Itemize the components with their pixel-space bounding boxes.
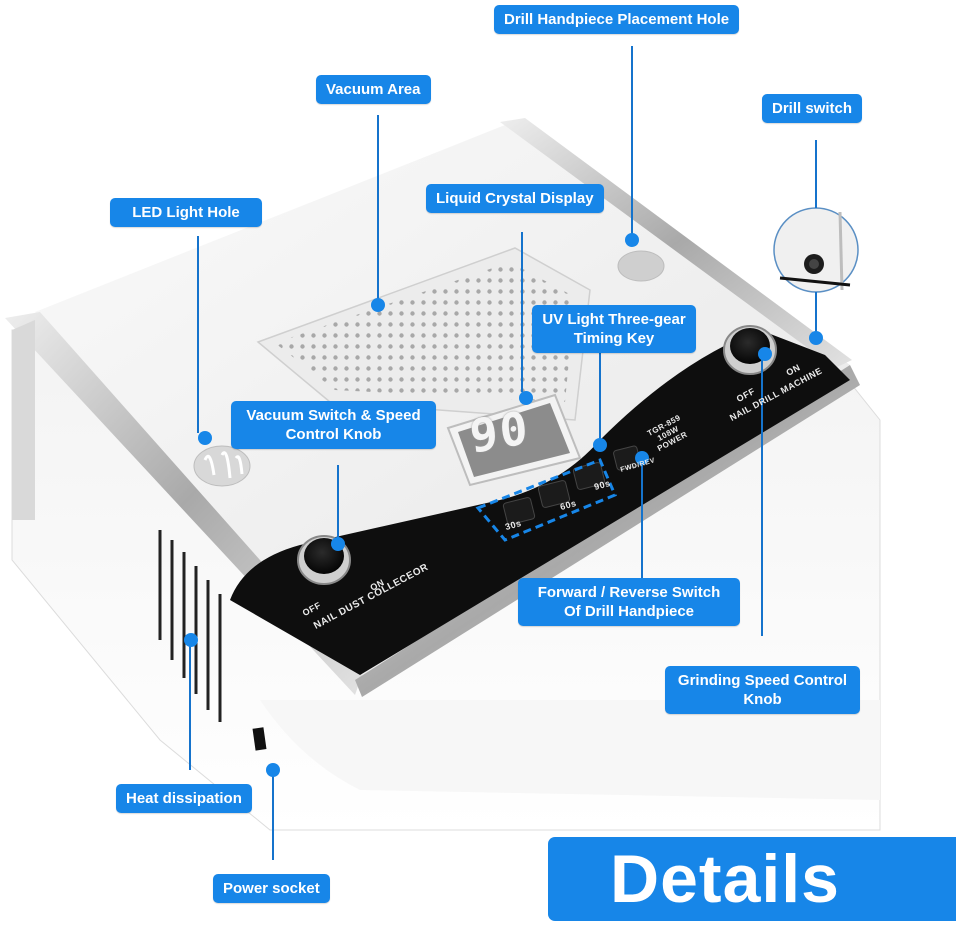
label-lcd: Liquid Crystal Display bbox=[426, 184, 604, 213]
drill-switch-inset bbox=[773, 207, 859, 293]
label-uv-timing-key: UV Light Three-gear Timing Key bbox=[532, 305, 696, 353]
timer-keys bbox=[475, 445, 641, 542]
label-drill-switch: Drill switch bbox=[762, 94, 863, 123]
lcd-display bbox=[446, 393, 582, 487]
label-drill-handpiece-hole: Drill Handpiece Placement Hole bbox=[494, 5, 740, 34]
label-power-socket: Power socket bbox=[213, 874, 330, 903]
label-led-light-hole: LED Light Hole bbox=[110, 198, 262, 227]
heat-vents bbox=[158, 530, 222, 722]
details-title-banner: Details bbox=[548, 837, 956, 921]
label-heat-dissipation: Heat dissipation bbox=[116, 784, 252, 813]
label-vacuum-switch: Vacuum Switch & Speed Control Knob bbox=[231, 401, 436, 449]
label-grinding-speed: Grinding Speed Control Knob bbox=[665, 666, 860, 714]
lcd-value: 90 bbox=[467, 400, 533, 464]
label-vacuum-area: Vacuum Area bbox=[316, 75, 431, 104]
label-forward-reverse: Forward / Reverse Switch Of Drill Handpi… bbox=[518, 578, 740, 626]
